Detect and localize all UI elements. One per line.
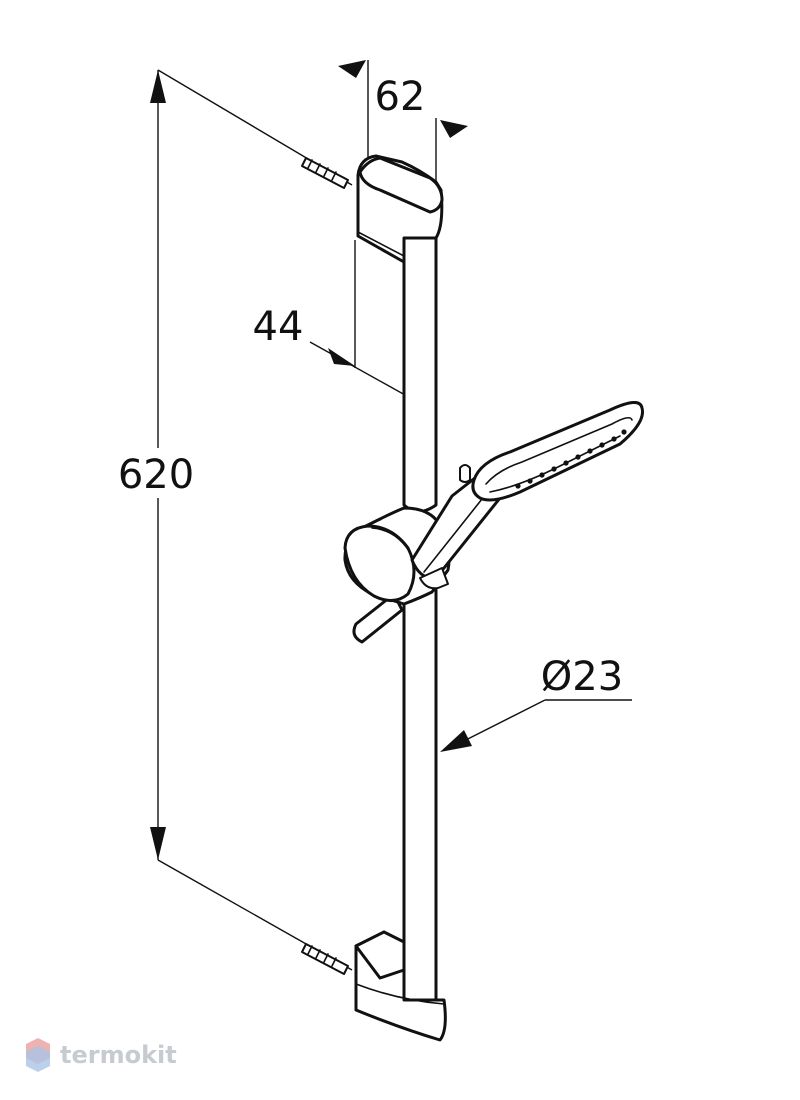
label-diameter: Ø23: [541, 654, 623, 700]
arrow-62-right: [440, 120, 468, 138]
dimension-width-top: 62: [338, 60, 468, 188]
watermark: termokit: [26, 1038, 177, 1072]
label-width-wall: 44: [253, 304, 304, 350]
arrow-diameter: [440, 730, 472, 752]
wall-screw-bottom: [301, 943, 349, 975]
watermark-logo-icon: [26, 1038, 50, 1072]
rail-upper: [402, 228, 438, 513]
arrow-up-height: [150, 70, 166, 103]
spray-nozzles: [515, 429, 627, 489]
label-width-top: 62: [375, 74, 426, 120]
label-height: 620: [118, 452, 194, 498]
watermark-text: termokit: [60, 1041, 177, 1069]
arrow-down-height: [150, 827, 166, 860]
dimension-height: 620: [112, 69, 353, 971]
wall-screw-top: [301, 157, 349, 189]
bracket-top: [356, 154, 444, 264]
bracket-bottom: [354, 930, 447, 1042]
dimension-diameter: Ø23: [440, 654, 632, 752]
label-bg-height: [112, 448, 202, 498]
hand-shower: [410, 401, 645, 590]
arrow-62-left: [338, 60, 366, 78]
rail-lower: [402, 588, 438, 1002]
arrow-44-left: [328, 348, 355, 366]
